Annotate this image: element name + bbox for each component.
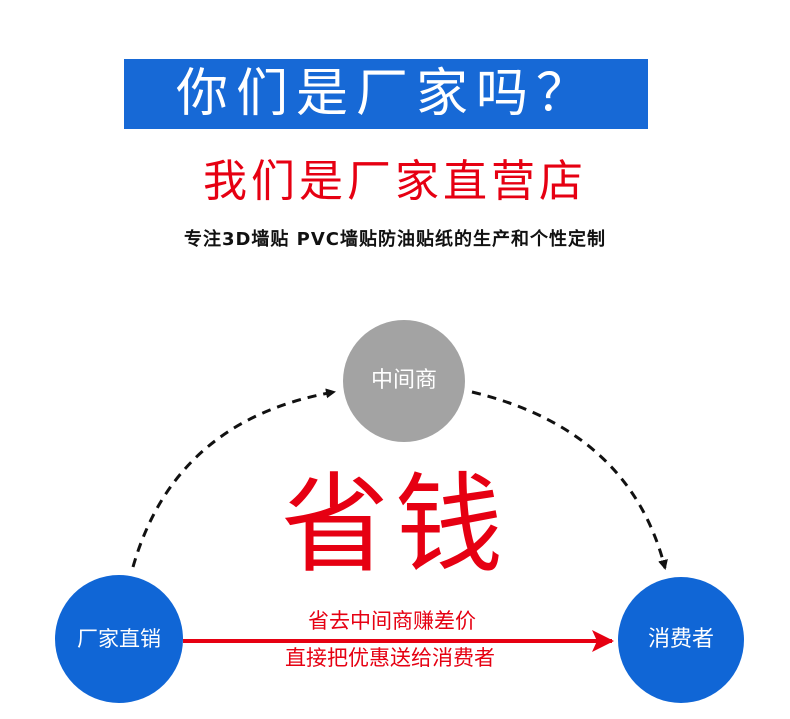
consumer-circle: 消费者	[618, 577, 744, 703]
dashed-arrow-middleman-to-consumer	[471, 390, 668, 570]
save-money-text: 省钱	[280, 463, 509, 588]
arrow-caption-bottom: 直接把优惠送给消费者	[285, 646, 495, 670]
middleman-circle: 中间商	[343, 320, 465, 442]
factory-direct-label: 厂家直销	[77, 626, 161, 651]
subheadline: 专注3D墙贴 PVC墙贴防油贴纸的生产和个性定制	[183, 229, 607, 250]
arrow-caption-top: 省去中间商赚差价	[308, 609, 476, 633]
title-banner: 你们是厂家吗？	[124, 59, 648, 129]
factory-direct-circle: 厂家直销	[55, 575, 183, 703]
middleman-label: 中间商	[370, 368, 437, 393]
headline: 我们是厂家直营店	[203, 156, 587, 207]
banner-title: 你们是厂家吗？	[175, 64, 596, 124]
consumer-label: 消费者	[647, 627, 714, 652]
dashed-arrow-factory-to-middleman	[131, 388, 336, 568]
